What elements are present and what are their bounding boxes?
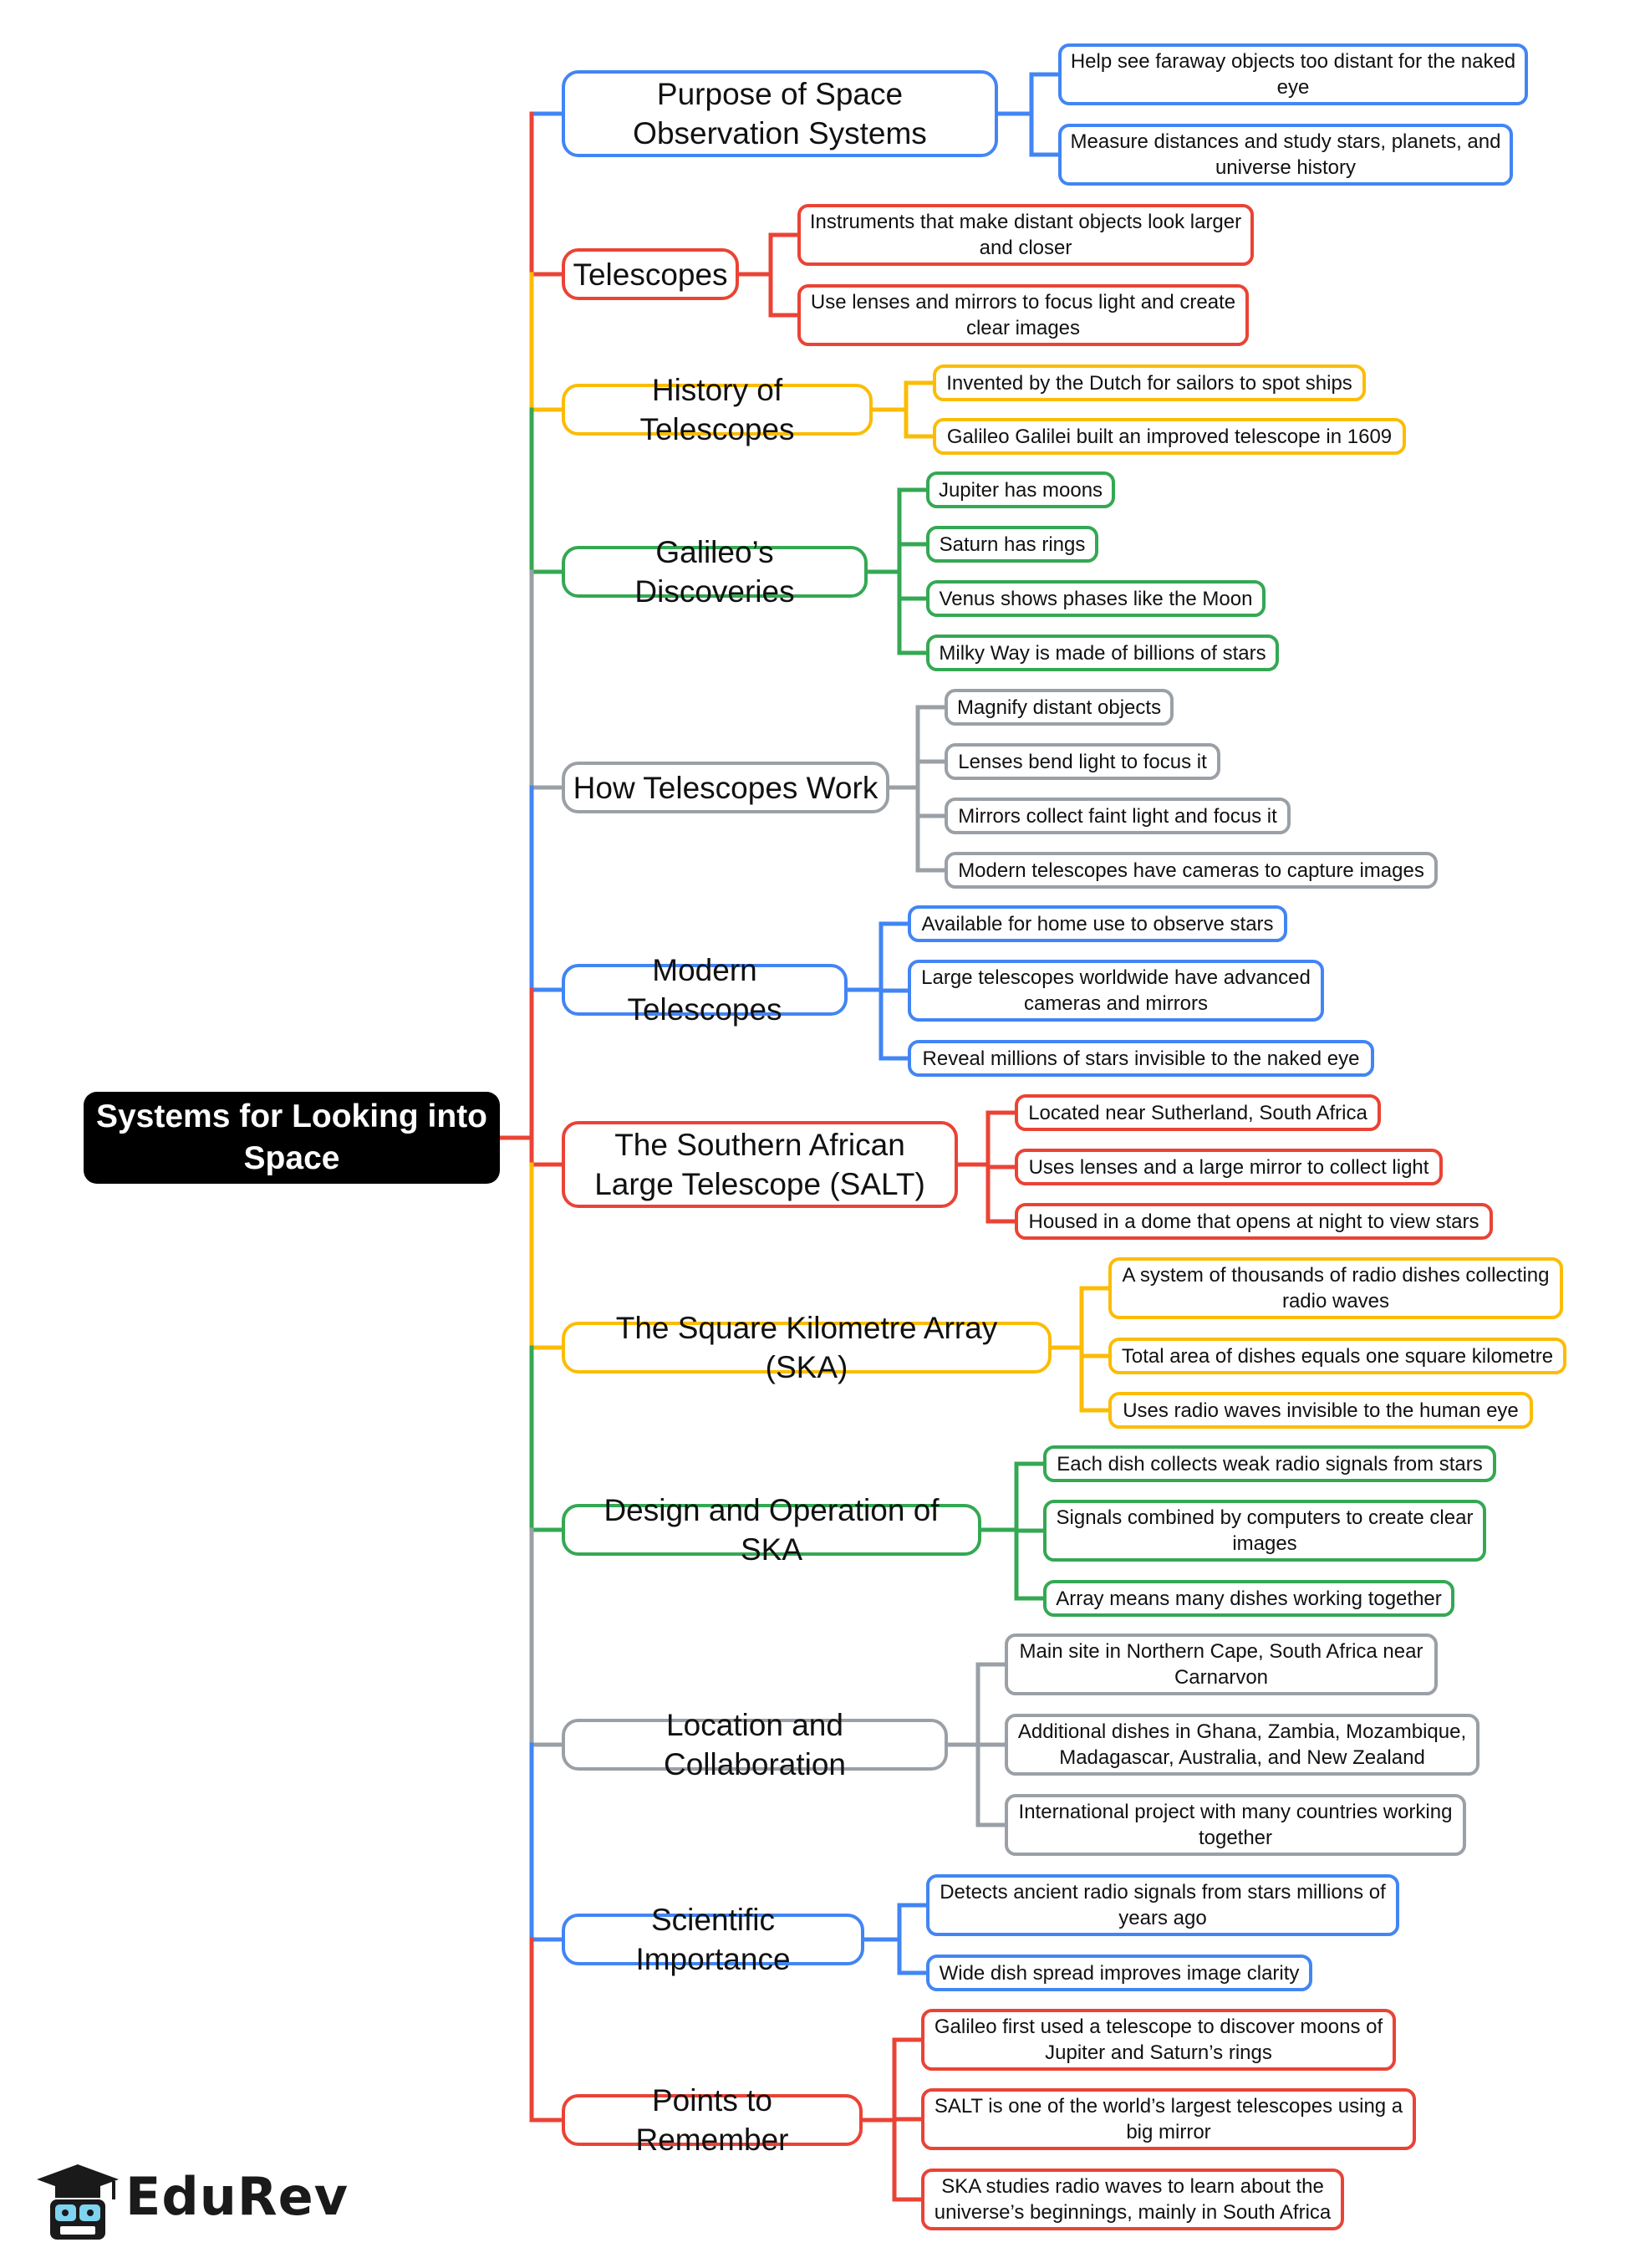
leaf-label: Each dish collects weak radio signals fr… — [1057, 1452, 1483, 1475]
leaf-node: Detects ancient radio signals from stars… — [926, 1874, 1399, 1936]
branch-label: Scientific Importance — [635, 1903, 791, 1976]
branch-node: History of Telescopes — [562, 373, 873, 446]
branch-node: How Telescopes Work — [562, 762, 889, 813]
branch-node: The Square Kilometre Array (SKA) — [562, 1311, 1052, 1384]
leaf-node: Galileo Galilei built an improved telesc… — [933, 418, 1406, 455]
branch-label: History of Telescopes — [639, 373, 795, 446]
edurev-logo: EduRev — [32, 2161, 348, 2243]
leaf-label: SALT is one of the world’s largest teles… — [934, 2095, 1403, 2143]
leaf-label: Wide dish spread improves image clarity — [939, 1961, 1300, 1985]
leaf-label: International project with many countrie… — [1018, 1801, 1453, 1849]
leaf-label: Large telescopes worldwide have advanced… — [921, 966, 1311, 1015]
branch-node: Points to Remember — [562, 2083, 863, 2157]
leaf-node: Saturn has rings — [926, 526, 1098, 563]
leaf-node: Each dish collects weak radio signals fr… — [1043, 1445, 1496, 1482]
leaf-node: Available for home use to observe stars — [908, 905, 1287, 942]
branch-node: Telescopes — [562, 248, 739, 300]
branch-label: Design and Operation of SKA — [604, 1493, 940, 1567]
leaf-node: Lenses bend light to focus it — [945, 743, 1220, 780]
leaf-label: Uses lenses and a large mirror to collec… — [1028, 1155, 1429, 1179]
leaf-node: Milky Way is made of billions of stars — [926, 635, 1279, 671]
leaf-node: Located near Sutherland, South Africa — [1015, 1094, 1381, 1131]
leaf-node: Help see faraway objects too distant for… — [1058, 43, 1528, 105]
branch-label: The Southern African Large Telescope (SA… — [594, 1128, 925, 1201]
leaf-node: Uses lenses and a large mirror to collec… — [1015, 1149, 1443, 1185]
leaf-node: Venus shows phases like the Moon — [926, 580, 1266, 617]
branch-label: Location and Collaboration — [663, 1708, 847, 1781]
branch-label: Purpose of Space Observation Systems — [633, 77, 927, 150]
branch-node: Design and Operation of SKA — [562, 1493, 981, 1567]
leaf-label: Signals combined by computers to create … — [1056, 1506, 1474, 1555]
leaf-label: Galileo first used a telescope to discov… — [934, 2016, 1383, 2064]
leaf-node: Instruments that make distant objects lo… — [797, 204, 1254, 266]
leaf-node: Mirrors collect faint light and focus it — [945, 798, 1291, 834]
root-node: Systems for Looking into Space — [84, 1092, 500, 1184]
leaf-label: Mirrors collect faint light and focus it — [958, 804, 1277, 828]
leaf-label: Use lenses and mirrors to focus light an… — [810, 291, 1236, 339]
leaf-label: Total area of dishes equals one square k… — [1121, 1344, 1554, 1368]
leaf-label: Measure distances and study stars, plane… — [1070, 130, 1501, 179]
branch-label: Telescopes — [573, 257, 728, 292]
branch-node: Scientific Importance — [562, 1903, 864, 1976]
leaf-label: Invented by the Dutch for sailors to spo… — [946, 371, 1352, 395]
graduation-cap-book-icon — [37, 2164, 119, 2240]
branch-label: The Square Kilometre Array (SKA) — [615, 1311, 998, 1384]
leaf-node: SALT is one of the world’s largest teles… — [921, 2088, 1416, 2150]
leaf-label: A system of thousands of radio dishes co… — [1122, 1264, 1550, 1312]
leaf-node: Magnify distant objects — [945, 689, 1174, 726]
branch-node: Galileo’s Discoveries — [562, 535, 868, 609]
leaf-node: Wide dish spread improves image clarity — [926, 1955, 1312, 1991]
leaf-node: Reveal millions of stars invisible to th… — [908, 1040, 1374, 1077]
branch-label: Modern Telescopes — [627, 953, 782, 1027]
branch-label: Points to Remember — [635, 2083, 789, 2157]
leaf-label: Located near Sutherland, South Africa — [1028, 1101, 1367, 1124]
leaf-label: Venus shows phases like the Moon — [939, 587, 1253, 610]
leaf-node: Jupiter has moons — [926, 471, 1115, 508]
leaf-node: Galileo first used a telescope to discov… — [921, 2009, 1396, 2071]
leaf-label: Galileo Galilei built an improved telesc… — [946, 425, 1393, 448]
leaf-label: Housed in a dome that opens at night to … — [1028, 1210, 1479, 1233]
leaf-label: Modern telescopes have cameras to captur… — [958, 859, 1424, 882]
leaf-label: Jupiter has moons — [938, 478, 1103, 502]
branch-node: Modern Telescopes — [562, 953, 848, 1027]
leaf-label: Lenses bend light to focus it — [958, 750, 1207, 773]
branch-node: Purpose of Space Observation Systems — [562, 70, 998, 157]
leaf-label: Saturn has rings — [939, 533, 1086, 556]
leaf-label: Uses radio waves invisible to the human … — [1123, 1399, 1519, 1422]
leaf-label: Instruments that make distant objects lo… — [809, 211, 1242, 259]
leaf-node: Total area of dishes equals one square k… — [1108, 1338, 1566, 1374]
leaf-label: Additional dishes in Ghana, Zambia, Moza… — [1017, 1720, 1467, 1769]
branch-node: The Southern African Large Telescope (SA… — [562, 1121, 958, 1208]
leaf-node: Measure distances and study stars, plane… — [1058, 124, 1513, 186]
leaf-node: Use lenses and mirrors to focus light an… — [797, 284, 1249, 346]
leaf-node: Modern telescopes have cameras to captur… — [945, 852, 1438, 889]
leaf-node: International project with many countrie… — [1005, 1794, 1466, 1856]
brand-name: EduRev — [125, 2166, 349, 2227]
leaf-node: Invented by the Dutch for sailors to spo… — [933, 364, 1366, 401]
branch-node: Location and Collaboration — [562, 1708, 948, 1781]
leaf-node: SKA studies radio waves to learn about t… — [921, 2169, 1344, 2230]
leaf-label: SKA studies radio waves to learn about t… — [934, 2175, 1332, 2224]
leaf-node: Array means many dishes working together — [1043, 1580, 1454, 1617]
root-label: Systems for Looking into Space — [95, 1098, 488, 1176]
branch-label: Galileo’s Discoveries — [634, 535, 795, 609]
leaf-node: Signals combined by computers to create … — [1043, 1500, 1486, 1562]
leaf-label: Help see faraway objects too distant for… — [1070, 50, 1516, 99]
leaf-node: Additional dishes in Ghana, Zambia, Moza… — [1005, 1714, 1479, 1776]
leaf-node: Uses radio waves invisible to the human … — [1108, 1392, 1533, 1429]
leaf-label: Array means many dishes working together — [1056, 1587, 1442, 1610]
leaf-node: A system of thousands of radio dishes co… — [1108, 1257, 1563, 1319]
leaf-label: Available for home use to observe stars — [921, 912, 1274, 935]
leaf-label: Main site in Northern Cape, South Africa… — [1019, 1640, 1423, 1689]
leaf-label: Milky Way is made of billions of stars — [939, 641, 1266, 665]
leaf-label: Magnify distant objects — [956, 696, 1162, 719]
leaf-node: Housed in a dome that opens at night to … — [1015, 1203, 1493, 1240]
branch-label: How Telescopes Work — [573, 770, 879, 805]
leaf-label: Detects ancient radio signals from stars… — [940, 1881, 1386, 1929]
leaf-node: Main site in Northern Cape, South Africa… — [1005, 1633, 1438, 1695]
leaf-label: Reveal millions of stars invisible to th… — [922, 1047, 1360, 1070]
leaf-node: Large telescopes worldwide have advanced… — [908, 960, 1324, 1022]
